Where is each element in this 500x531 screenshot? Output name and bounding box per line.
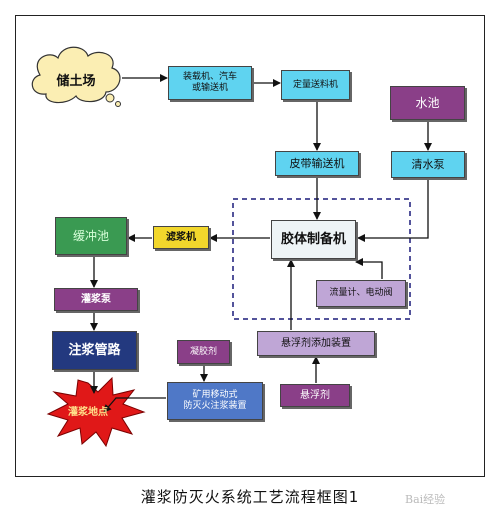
- storage-yard-label: 储土场: [56, 74, 96, 89]
- buffer-pool-box: 缓冲池: [55, 217, 127, 255]
- diagram-frame: [15, 15, 485, 477]
- flowmeter-valve-box: 流量计、电动阀: [316, 280, 406, 307]
- grout-pipe-box: 注浆管路: [52, 331, 137, 370]
- gel-agent-box: 凝胶剂: [177, 340, 230, 364]
- diagram-caption: 灌浆防灭火系统工艺流程框图1: [140, 488, 360, 506]
- colloid-machine-box: 胶体制备机: [271, 220, 356, 259]
- loader-box: 装载机、汽车 或输送机: [168, 66, 252, 100]
- arrow-pump-colloid: [357, 179, 429, 242]
- mobile-device-box: 矿用移动式 防灭火注浆装置: [167, 382, 263, 420]
- dashed-group-frame: [232, 198, 411, 320]
- clear-pump-box: 清水泵: [391, 151, 465, 178]
- arrow-mobile-site: [103, 397, 166, 413]
- watermark-logo: Bai经验: [405, 493, 446, 506]
- suspend-device-box: 悬浮剂添加装置: [257, 331, 375, 356]
- water-pool-box: 水池: [390, 86, 465, 120]
- suspend-agent-box: 悬浮剂: [280, 384, 350, 407]
- slurry-filter-box: 滤浆机: [153, 226, 209, 249]
- grout-site-burst: [46, 376, 146, 448]
- grout-site-label: 灌浆地点: [68, 407, 108, 418]
- belt-conveyor-box: 皮带输送机: [275, 151, 359, 176]
- quant-feeder-box: 定量送料机: [281, 70, 350, 100]
- grout-pump-box: 灌浆泵: [54, 288, 138, 311]
- arrow-flowmeter-colloid: [355, 258, 383, 279]
- storage-cloud-shape: [31, 46, 121, 107]
